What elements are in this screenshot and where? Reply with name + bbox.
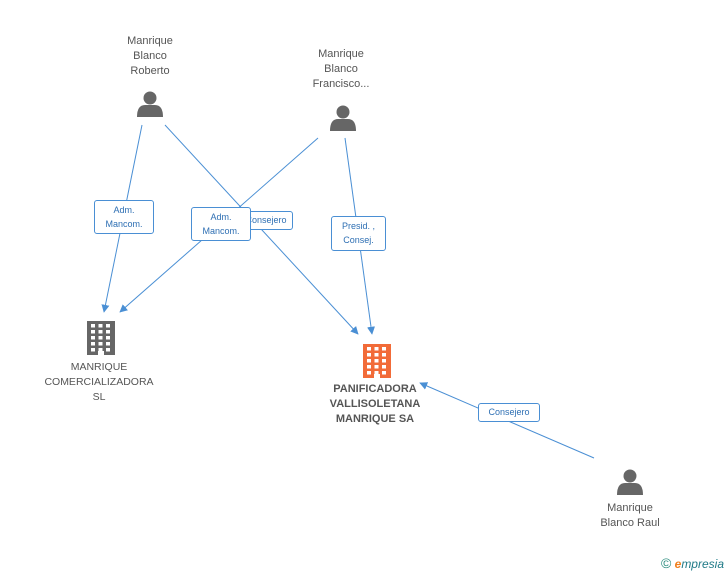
company-label-line: COMERCIALIZADORA [44,376,154,388]
empresia-brand[interactable]: © empresia [661,555,724,571]
building-icon[interactable] [363,344,391,378]
person-icon[interactable] [617,469,643,496]
person-label-line: Manrique [607,502,653,514]
building-icon[interactable] [87,321,115,355]
edge-label-line: Consejero [245,215,287,225]
company-label-comercializadora[interactable]: MANRIQUE COMERCIALIZADORA SL [39,360,159,405]
edge-label-francisco-to-panificadora[interactable]: Presid. , Consej. [331,216,386,251]
company-label-panificadora[interactable]: PANIFICADORA VALLISOLETANA MANRIQUE SA [315,382,435,427]
person-label-line: Blanco Raul [600,517,660,529]
company-label-line: PANIFICADORA [333,383,417,395]
edge-label-line: Adm. [210,212,232,222]
edge-label-francisco-to-comercializadora[interactable]: Adm. Mancom. [191,207,251,241]
company-label-line: MANRIQUE SA [335,413,415,425]
company-label-line: SL [92,391,106,403]
copyright-icon: © [660,555,672,571]
person-label-line: Blanco [324,63,358,75]
edge-label-line: Adm. [113,205,135,215]
brand-logo-text: mpresia [681,557,724,571]
person-label-line: Blanco [133,50,167,62]
edge-label-line: Consej. [343,235,374,245]
person-label-line: Francisco... [312,78,370,90]
company-label-line: VALLISOLETANA [329,398,421,410]
edge-label-line: Mancom. [202,226,240,236]
company-label-line: MANRIQUE [70,361,128,373]
edge-label-line: Mancom. [105,219,143,229]
person-label-line: Manrique [318,48,364,60]
edge-label-line: Presid. , [341,221,375,231]
person-label-line: Roberto [130,65,170,77]
brand-logo-letter: e [674,557,682,571]
person-icon[interactable] [137,91,163,118]
edge-label-roberto-to-comercializadora[interactable]: Adm. Mancom. [94,200,154,234]
person-icon[interactable] [330,105,356,132]
edge-label-raul-to-panificadora[interactable]: Consejero [478,403,540,422]
person-label-line: Manrique [127,35,173,47]
edge-label-line: Consejero [488,407,530,417]
